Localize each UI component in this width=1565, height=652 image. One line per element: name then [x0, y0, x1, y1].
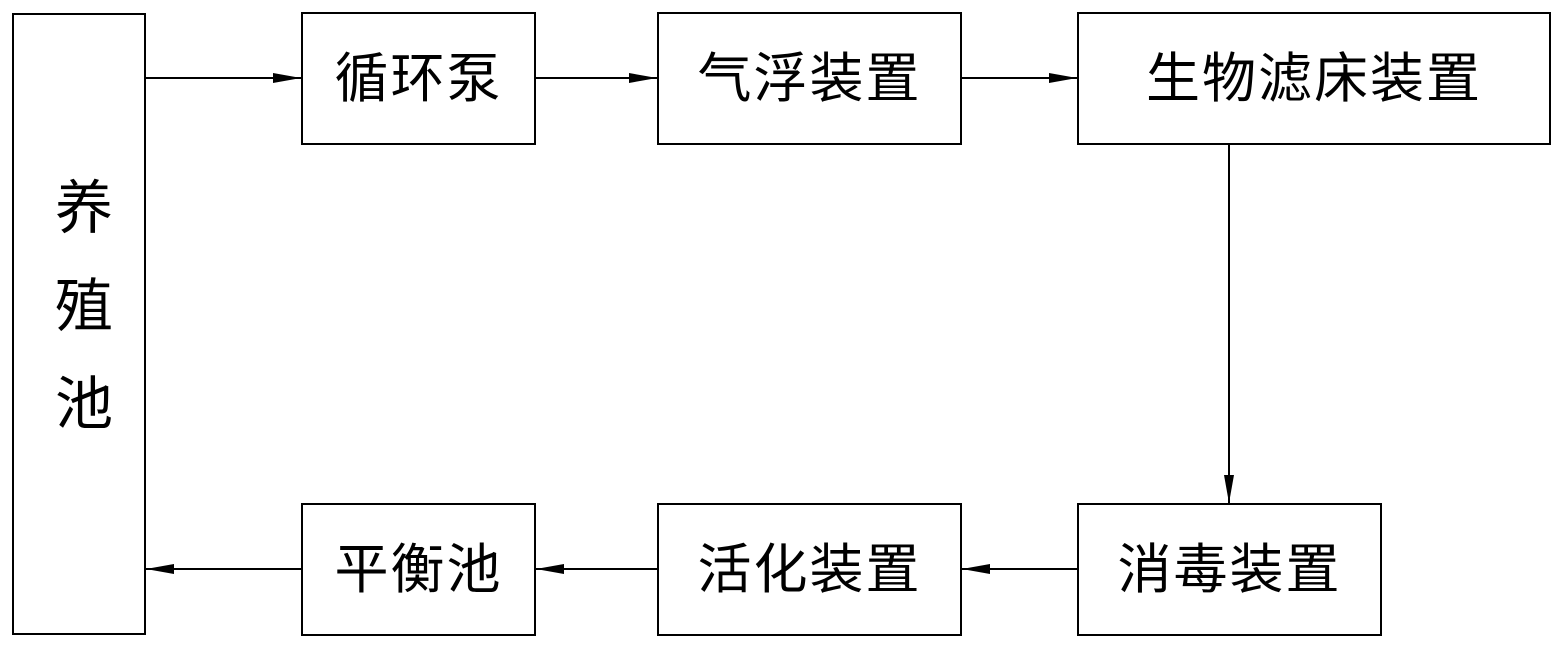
disinfection-box: 消毒装置 — [1077, 503, 1382, 636]
air-flotation-label: 气浮装置 — [697, 46, 922, 110]
activation-box: 活化装置 — [657, 503, 962, 636]
biofilter-box: 生物滤床装置 — [1077, 12, 1551, 145]
balance-pool-box: 平衡池 — [301, 503, 536, 636]
disinfection-label: 消毒装置 — [1117, 537, 1342, 601]
circulation-pump-box: 循环泵 — [301, 12, 536, 145]
biofilter-label: 生物滤床装置 — [1146, 46, 1482, 110]
balance-pool-label: 平衡池 — [334, 537, 503, 601]
air-flotation-box: 气浮装置 — [657, 12, 962, 145]
breeding-pool-label: 养殖池 — [45, 177, 113, 471]
circulation-pump-label: 循环泵 — [334, 46, 503, 110]
breeding-pool-box: 养殖池 — [12, 13, 146, 635]
activation-label: 活化装置 — [697, 537, 922, 601]
